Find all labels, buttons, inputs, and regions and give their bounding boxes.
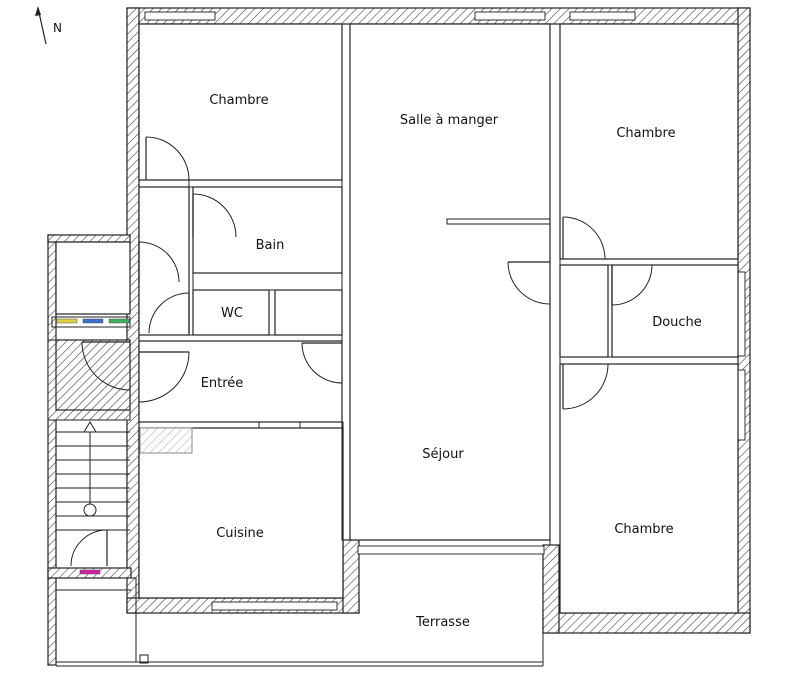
room-label-bain: Bain [256, 238, 285, 253]
room-label-douche: Douche [652, 315, 702, 330]
windows [144, 11, 746, 611]
room-label-wc: WC [221, 306, 243, 321]
terrasse-outline [55, 589, 544, 667]
room-label-chambre-nw: Chambre [209, 93, 268, 108]
stairwell [47, 234, 137, 666]
room-label-chambre-se: Chambre [614, 522, 673, 537]
room-label-entree: Entrée [201, 376, 244, 391]
meter-yellow-icon [56, 318, 78, 324]
room-label-terrasse: Terrasse [415, 615, 470, 630]
room-label-chambre-ne: Chambre [616, 126, 675, 141]
meter-blue-icon [82, 318, 104, 324]
doors [138, 136, 653, 410]
north-label: N [53, 21, 62, 35]
room-label-cuisine: Cuisine [216, 526, 264, 541]
meter-magenta-icon [79, 569, 101, 575]
meter-green-icon [108, 318, 130, 324]
room-label-salle-a-manger: Salle à manger [400, 113, 499, 128]
utility-meters [51, 316, 131, 575]
interior-partitions [138, 23, 739, 546]
room-label-sejour: Séjour [422, 447, 464, 462]
closet-hatch [139, 427, 193, 454]
north-arrow-icon [35, 6, 47, 45]
